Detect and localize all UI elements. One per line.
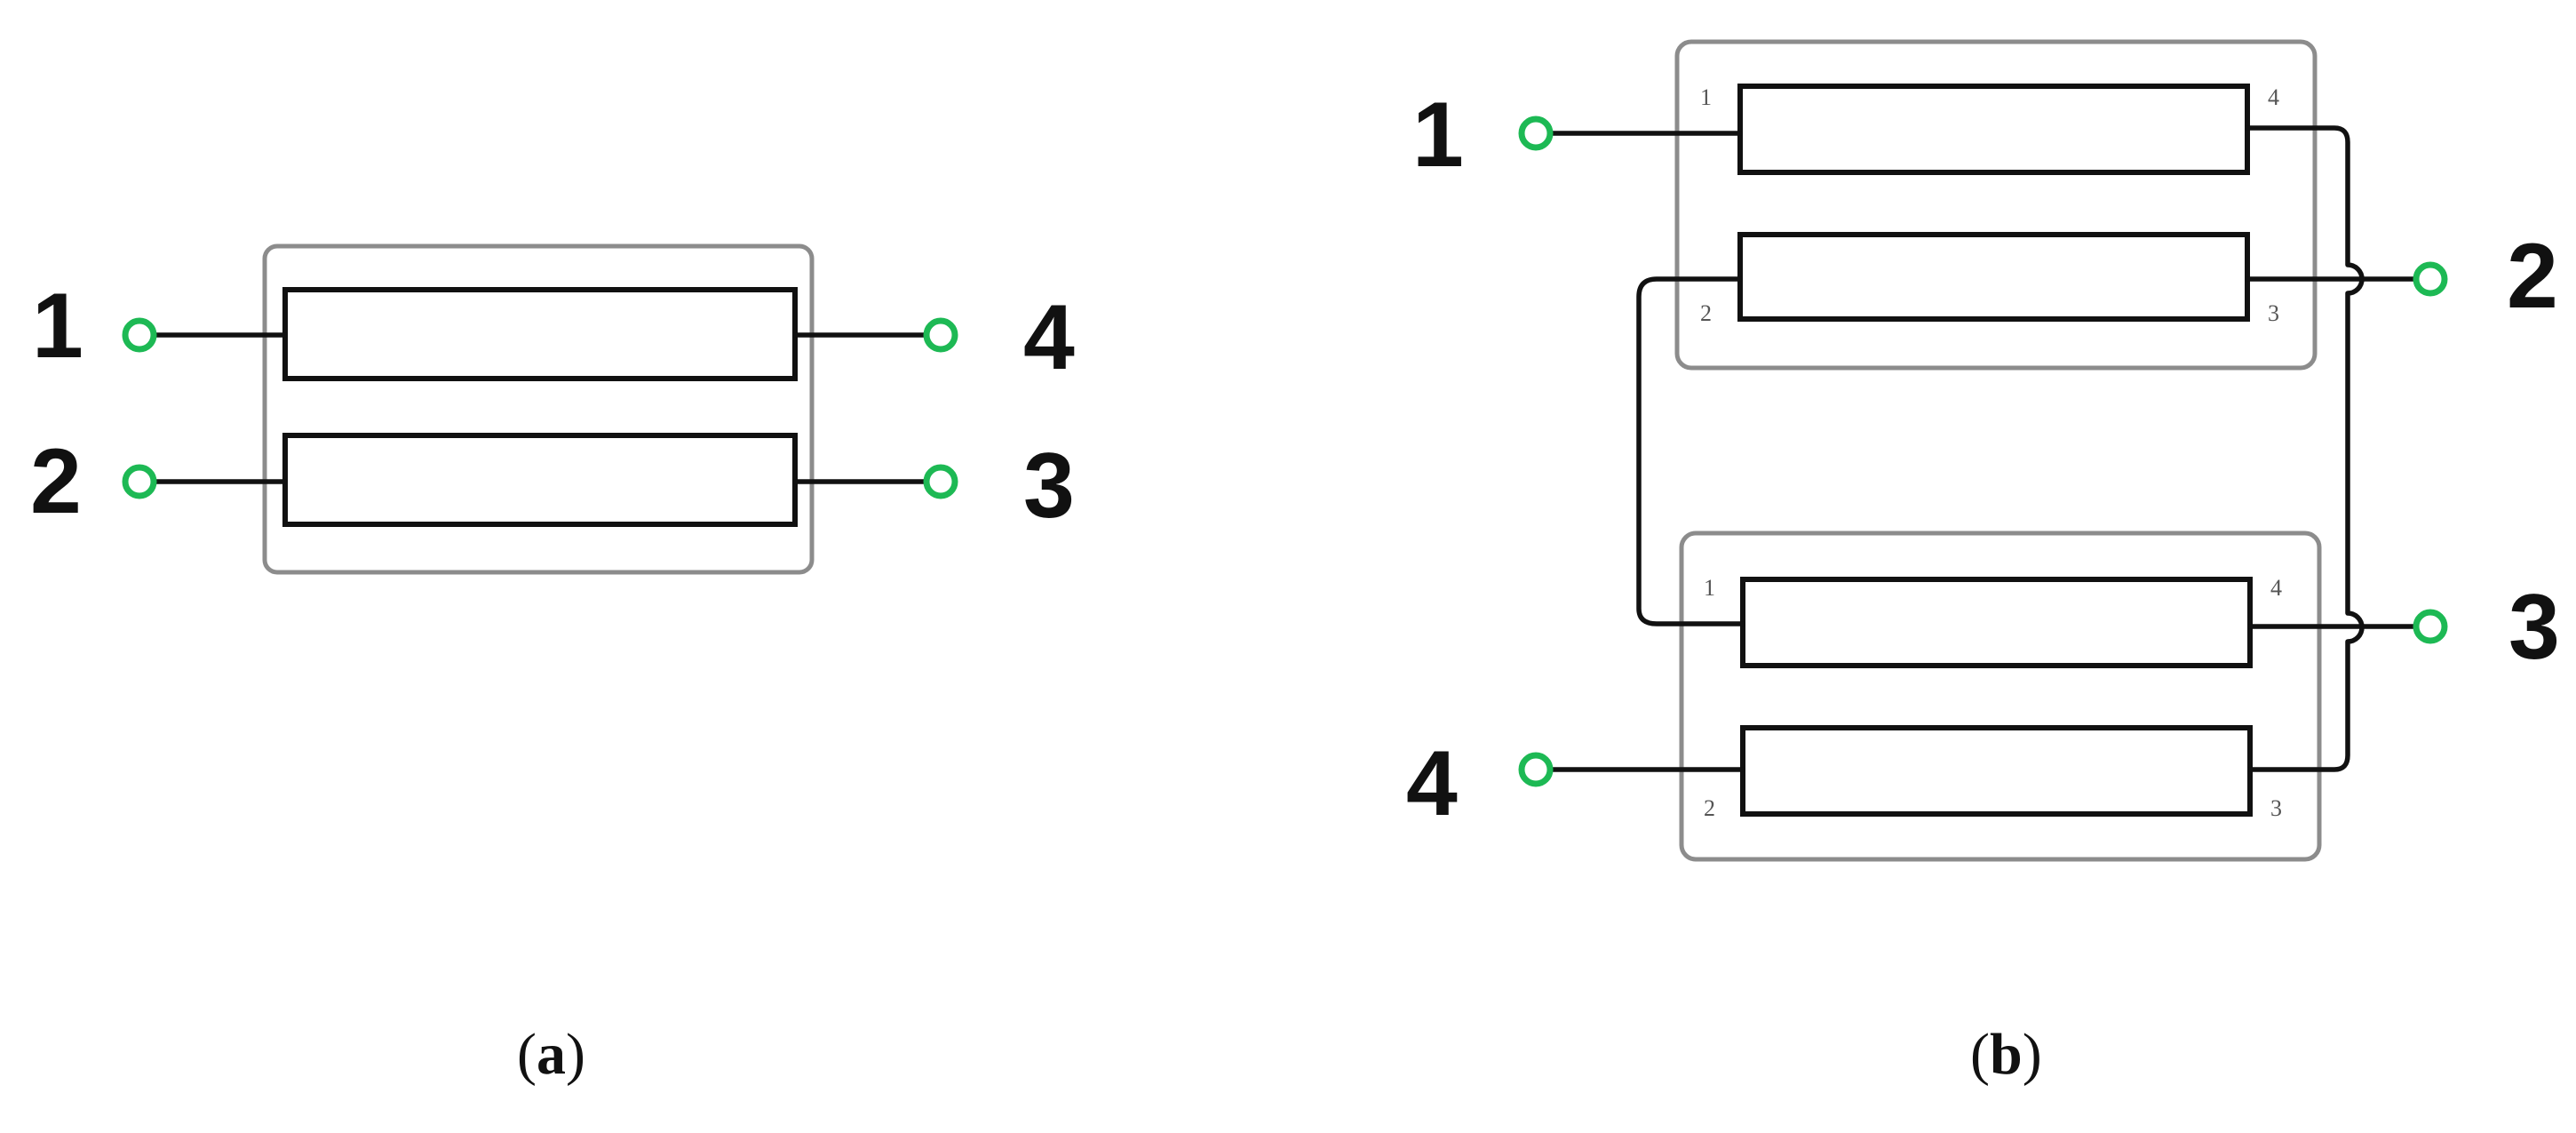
lower-coupler-housing [1679,531,2322,862]
coupler-housing [262,243,815,575]
upper-transmission-line-bottom [1737,232,2250,322]
wire-upper-4-to-lower-3 [2245,125,2365,772]
upper-transmission-line-top [1737,84,2250,175]
upper-coupler-housing [1674,39,2318,371]
caption-a-open: ( [517,1022,537,1087]
caption-b-close: ) [2023,1022,2042,1087]
lower-pin-label-4: 4 [2270,575,2282,601]
transmission-line-bottom [282,433,798,527]
caption-a-close: ) [566,1022,585,1087]
lower-pin-label-1: 1 [1704,575,1715,601]
port-terminal-3 [923,464,958,499]
upper-pin-label-3: 3 [2268,300,2279,326]
upper-pin-label-4: 4 [2268,84,2279,110]
panel-a: 1 2 4 3 (a) [30,243,1075,1087]
upper-pin-label-2: 2 [1700,300,1712,326]
port-label-2: 2 [2507,225,2558,328]
port-label-4: 4 [1406,732,1458,835]
port-terminal-1 [1518,116,1554,151]
lower-pin-label-2: 2 [1704,795,1715,821]
port-label-3: 3 [1023,435,1075,538]
panel-b: 1 2 4 3 1 2 4 3 1 4 2 3 (b) [1406,39,2560,1087]
port-label-1: 1 [1412,84,1464,187]
port-terminal-1 [122,317,157,353]
port-terminal-4 [1518,752,1554,787]
port-label-3: 3 [2508,576,2560,679]
lower-transmission-line-bottom [1740,725,2253,817]
port-terminal-3 [2413,609,2448,644]
caption-b-letter: b [1990,1022,2023,1087]
port-terminal-4 [923,317,958,353]
caption-b-open: ( [1970,1022,1990,1087]
lower-transmission-line-top [1740,577,2253,668]
caption-a-letter: a [537,1022,566,1087]
upper-pin-label-1: 1 [1700,84,1712,110]
lower-pin-label-3: 3 [2270,795,2282,821]
port-terminal-2 [2413,261,2448,297]
caption-b: (b) [1970,1022,2042,1087]
port-label-1: 1 [32,275,83,378]
caption-a: (a) [517,1022,585,1087]
port-terminal-2 [122,464,157,499]
transmission-line-top [282,287,798,381]
port-label-4: 4 [1023,286,1075,389]
wire-upper-2-to-lower-1 [1636,276,1745,626]
port-label-2: 2 [30,430,82,533]
